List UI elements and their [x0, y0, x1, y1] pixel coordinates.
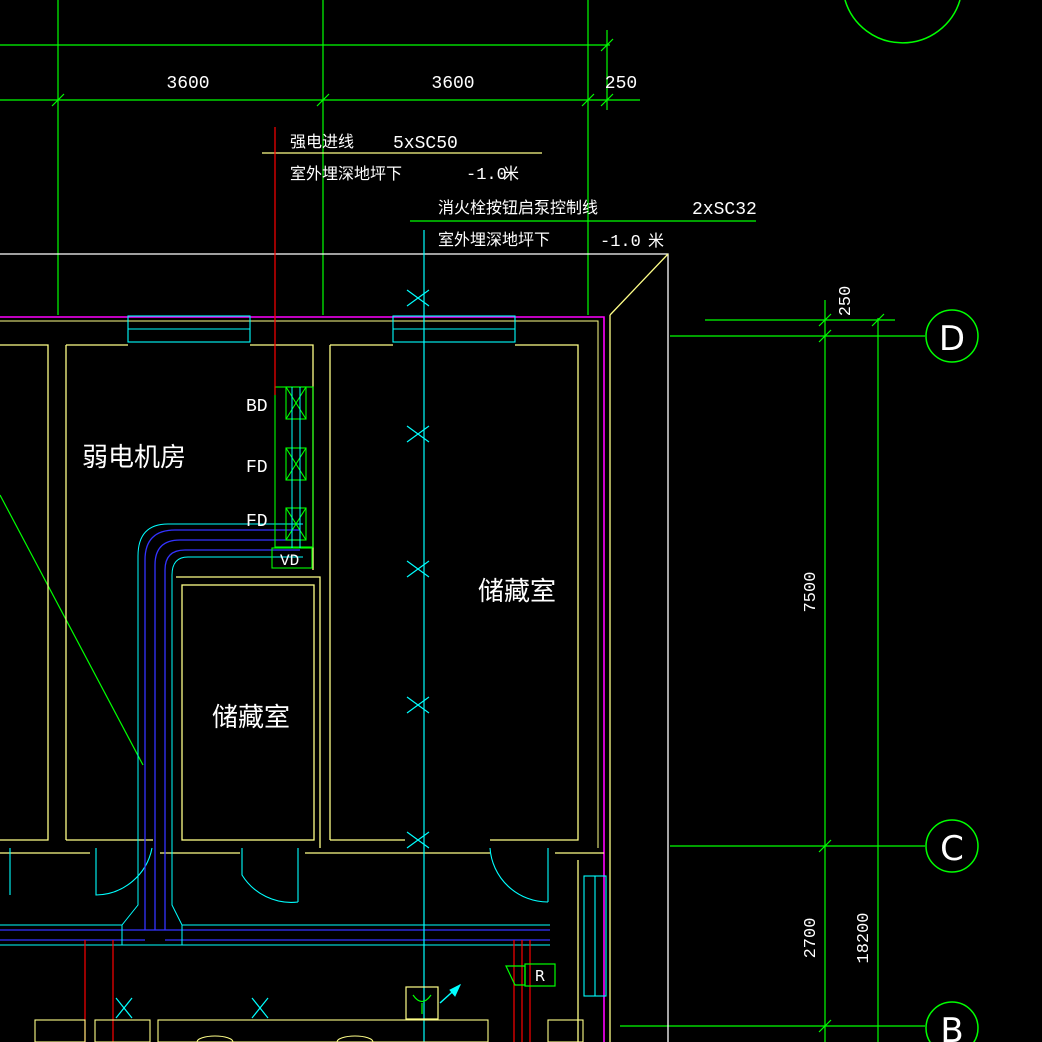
box-vd-label: VD: [280, 552, 299, 570]
right-dimension-lines: [620, 300, 925, 1042]
r-box: R: [505, 963, 556, 987]
fire-line-spec: 2xSC32: [692, 200, 757, 220]
r-box-label: R: [535, 967, 545, 985]
room-walls: [0, 344, 604, 1042]
strong-line-spec: 5xSC50: [393, 134, 458, 154]
box-bd-label: BD: [246, 397, 268, 417]
strong-line-depth-label: 室外埋深地坪下: [290, 164, 402, 183]
cable-tray-cyan: [0, 523, 550, 946]
dimension-3600-right: 3600: [431, 74, 474, 94]
dimension-250-right: 250: [837, 286, 856, 317]
doors: [9, 847, 549, 903]
strong-line-depth-value: -1.0: [466, 166, 507, 185]
axis-b-bubble: B: [925, 1001, 979, 1042]
strong-line-depth-unit: 米: [503, 164, 519, 183]
box-fd-label-1: FD: [246, 458, 268, 478]
dimension-3600-left: 3600: [166, 74, 209, 94]
dimension-2700: 2700: [802, 918, 821, 959]
cable-tray: [0, 529, 550, 941]
axis-d-label: D: [939, 319, 965, 359]
windows: [127, 315, 607, 997]
room-weak-electric: 弱电机房: [82, 443, 186, 473]
fire-line-depth-unit: 米: [648, 231, 664, 250]
fire-control-line: [115, 230, 430, 1042]
axis-b-label: B: [940, 1011, 963, 1042]
top-dimension-lines: [0, 0, 756, 766]
dimension-18200: 18200: [855, 912, 874, 963]
axis-c-label: C: [940, 829, 964, 869]
dimension-250-top: 250: [605, 74, 637, 94]
box-fd-label-2: FD: [246, 512, 268, 532]
room-storage-left: 储藏室: [212, 703, 290, 733]
axis-d-bubble: D: [925, 309, 979, 363]
shaft-boxes: [271, 386, 314, 569]
room-storage-right: 储藏室: [478, 577, 556, 607]
fire-line-depth-value: -1.0: [600, 233, 641, 252]
red-power-lines: [84, 127, 531, 1042]
strong-line-label: 强电进线: [290, 132, 354, 151]
bottom-fixtures: [34, 1019, 584, 1042]
fire-line-depth-label: 室外埋深地坪下: [438, 230, 550, 249]
fire-line-label: 消火栓按钮启泵控制线: [438, 198, 598, 217]
arc-top-right: [844, 0, 961, 44]
building-outline: [0, 253, 669, 1042]
fire-button-symbol: [405, 983, 462, 1020]
shaft-cyan-lines: [291, 387, 301, 548]
axis-c-bubble: C: [925, 819, 979, 873]
dimension-7500: 7500: [802, 572, 821, 613]
